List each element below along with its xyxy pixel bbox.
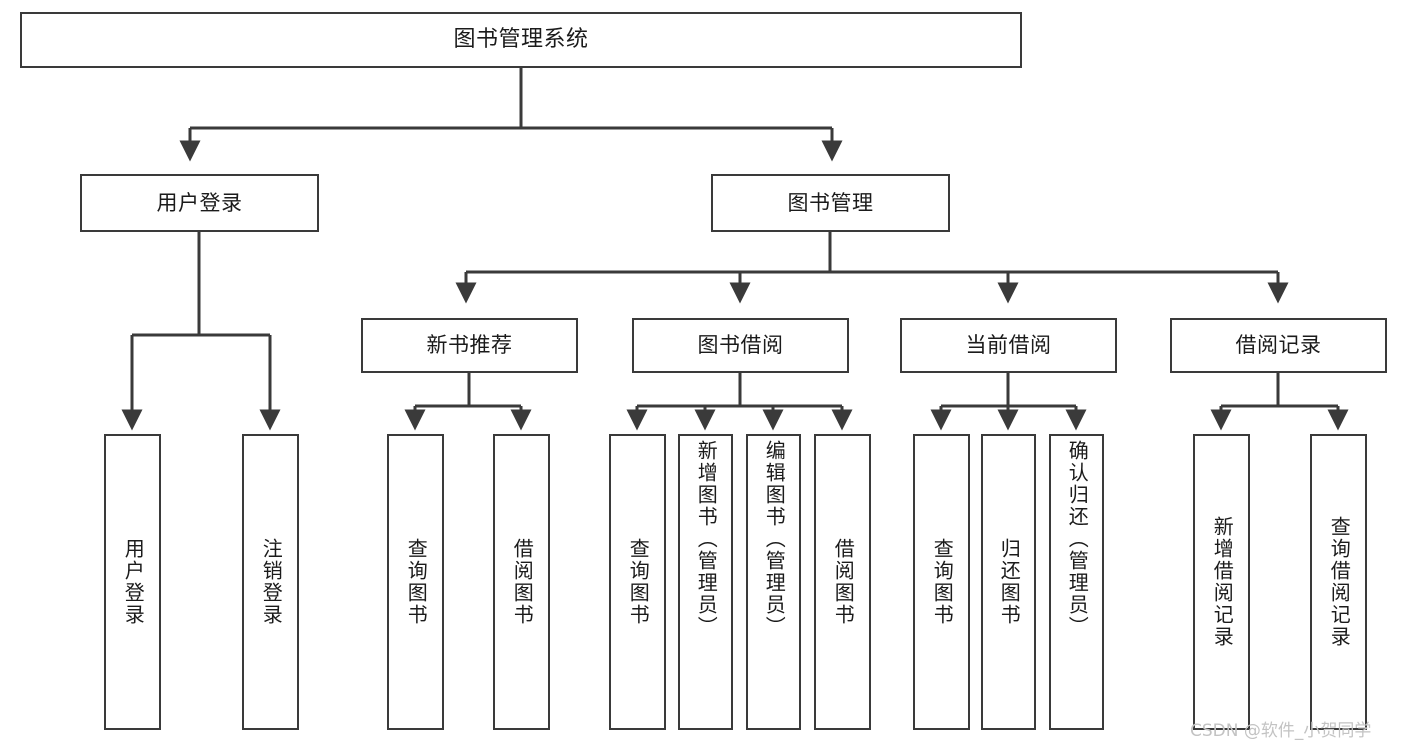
node-label: 图书管理	[787, 190, 874, 215]
node-label: 新增借阅记录	[1210, 516, 1235, 648]
leaf-borrow-book[interactable]: 借阅图书	[814, 434, 871, 730]
node-label: 借阅图书	[510, 538, 535, 626]
node-label: 图书借阅	[697, 333, 784, 358]
leaf-add-borrow-record[interactable]: 新增借阅记录	[1193, 434, 1250, 730]
node-label: 查询图书	[626, 538, 651, 626]
leaf-query-book-new-rec[interactable]: 查询图书	[387, 434, 444, 730]
csdn-watermark: CSDN @软件_小贺同学	[1190, 721, 1372, 741]
leaf-logout-login[interactable]: 注销登录	[242, 434, 299, 730]
node-borrow-record[interactable]: 借阅记录	[1170, 318, 1387, 373]
node-new-book-recommendation[interactable]: 新书推荐	[361, 318, 578, 373]
node-label: 查询借阅记录	[1327, 516, 1352, 648]
node-label: 借阅图书	[831, 538, 856, 626]
leaf-confirm-return-admin[interactable]: 确认归还（管理员）	[1049, 434, 1104, 730]
node-label: 借阅记录	[1235, 333, 1322, 358]
leaf-add-book-admin[interactable]: 新增图书（管理员）	[678, 434, 733, 730]
leaf-query-borrow-record[interactable]: 查询借阅记录	[1310, 434, 1367, 730]
leaf-return-book[interactable]: 归还图书	[981, 434, 1036, 730]
node-label: 用户登录	[156, 190, 243, 215]
leaf-query-book-current[interactable]: 查询图书	[913, 434, 970, 730]
node-book-borrow[interactable]: 图书借阅	[632, 318, 849, 373]
node-label: 当前借阅	[965, 333, 1052, 358]
leaf-query-book-borrow[interactable]: 查询图书	[609, 434, 666, 730]
node-label: 查询图书	[930, 538, 955, 626]
node-label: 归还图书	[997, 538, 1022, 626]
node-book-management[interactable]: 图书管理	[711, 174, 950, 232]
node-label: 查询图书	[404, 538, 429, 626]
node-current-borrow[interactable]: 当前借阅	[900, 318, 1117, 373]
node-user-login[interactable]: 用户登录	[80, 174, 319, 232]
node-label: 注销登录	[259, 538, 284, 626]
leaf-borrow-book-new-rec[interactable]: 借阅图书	[493, 434, 550, 730]
node-label: 新书推荐	[426, 333, 513, 358]
leaf-user-login[interactable]: 用户登录	[104, 434, 161, 730]
node-label: 图书管理系统	[453, 27, 589, 53]
node-label: 用户登录	[121, 538, 146, 626]
node-root-book-management-system[interactable]: 图书管理系统	[20, 12, 1022, 68]
node-label: 确认归还（管理员）	[1065, 440, 1090, 638]
node-label: 新增图书（管理员）	[694, 440, 719, 638]
node-label: 编辑图书（管理员）	[762, 440, 787, 638]
leaf-edit-book-admin[interactable]: 编辑图书（管理员）	[746, 434, 801, 730]
